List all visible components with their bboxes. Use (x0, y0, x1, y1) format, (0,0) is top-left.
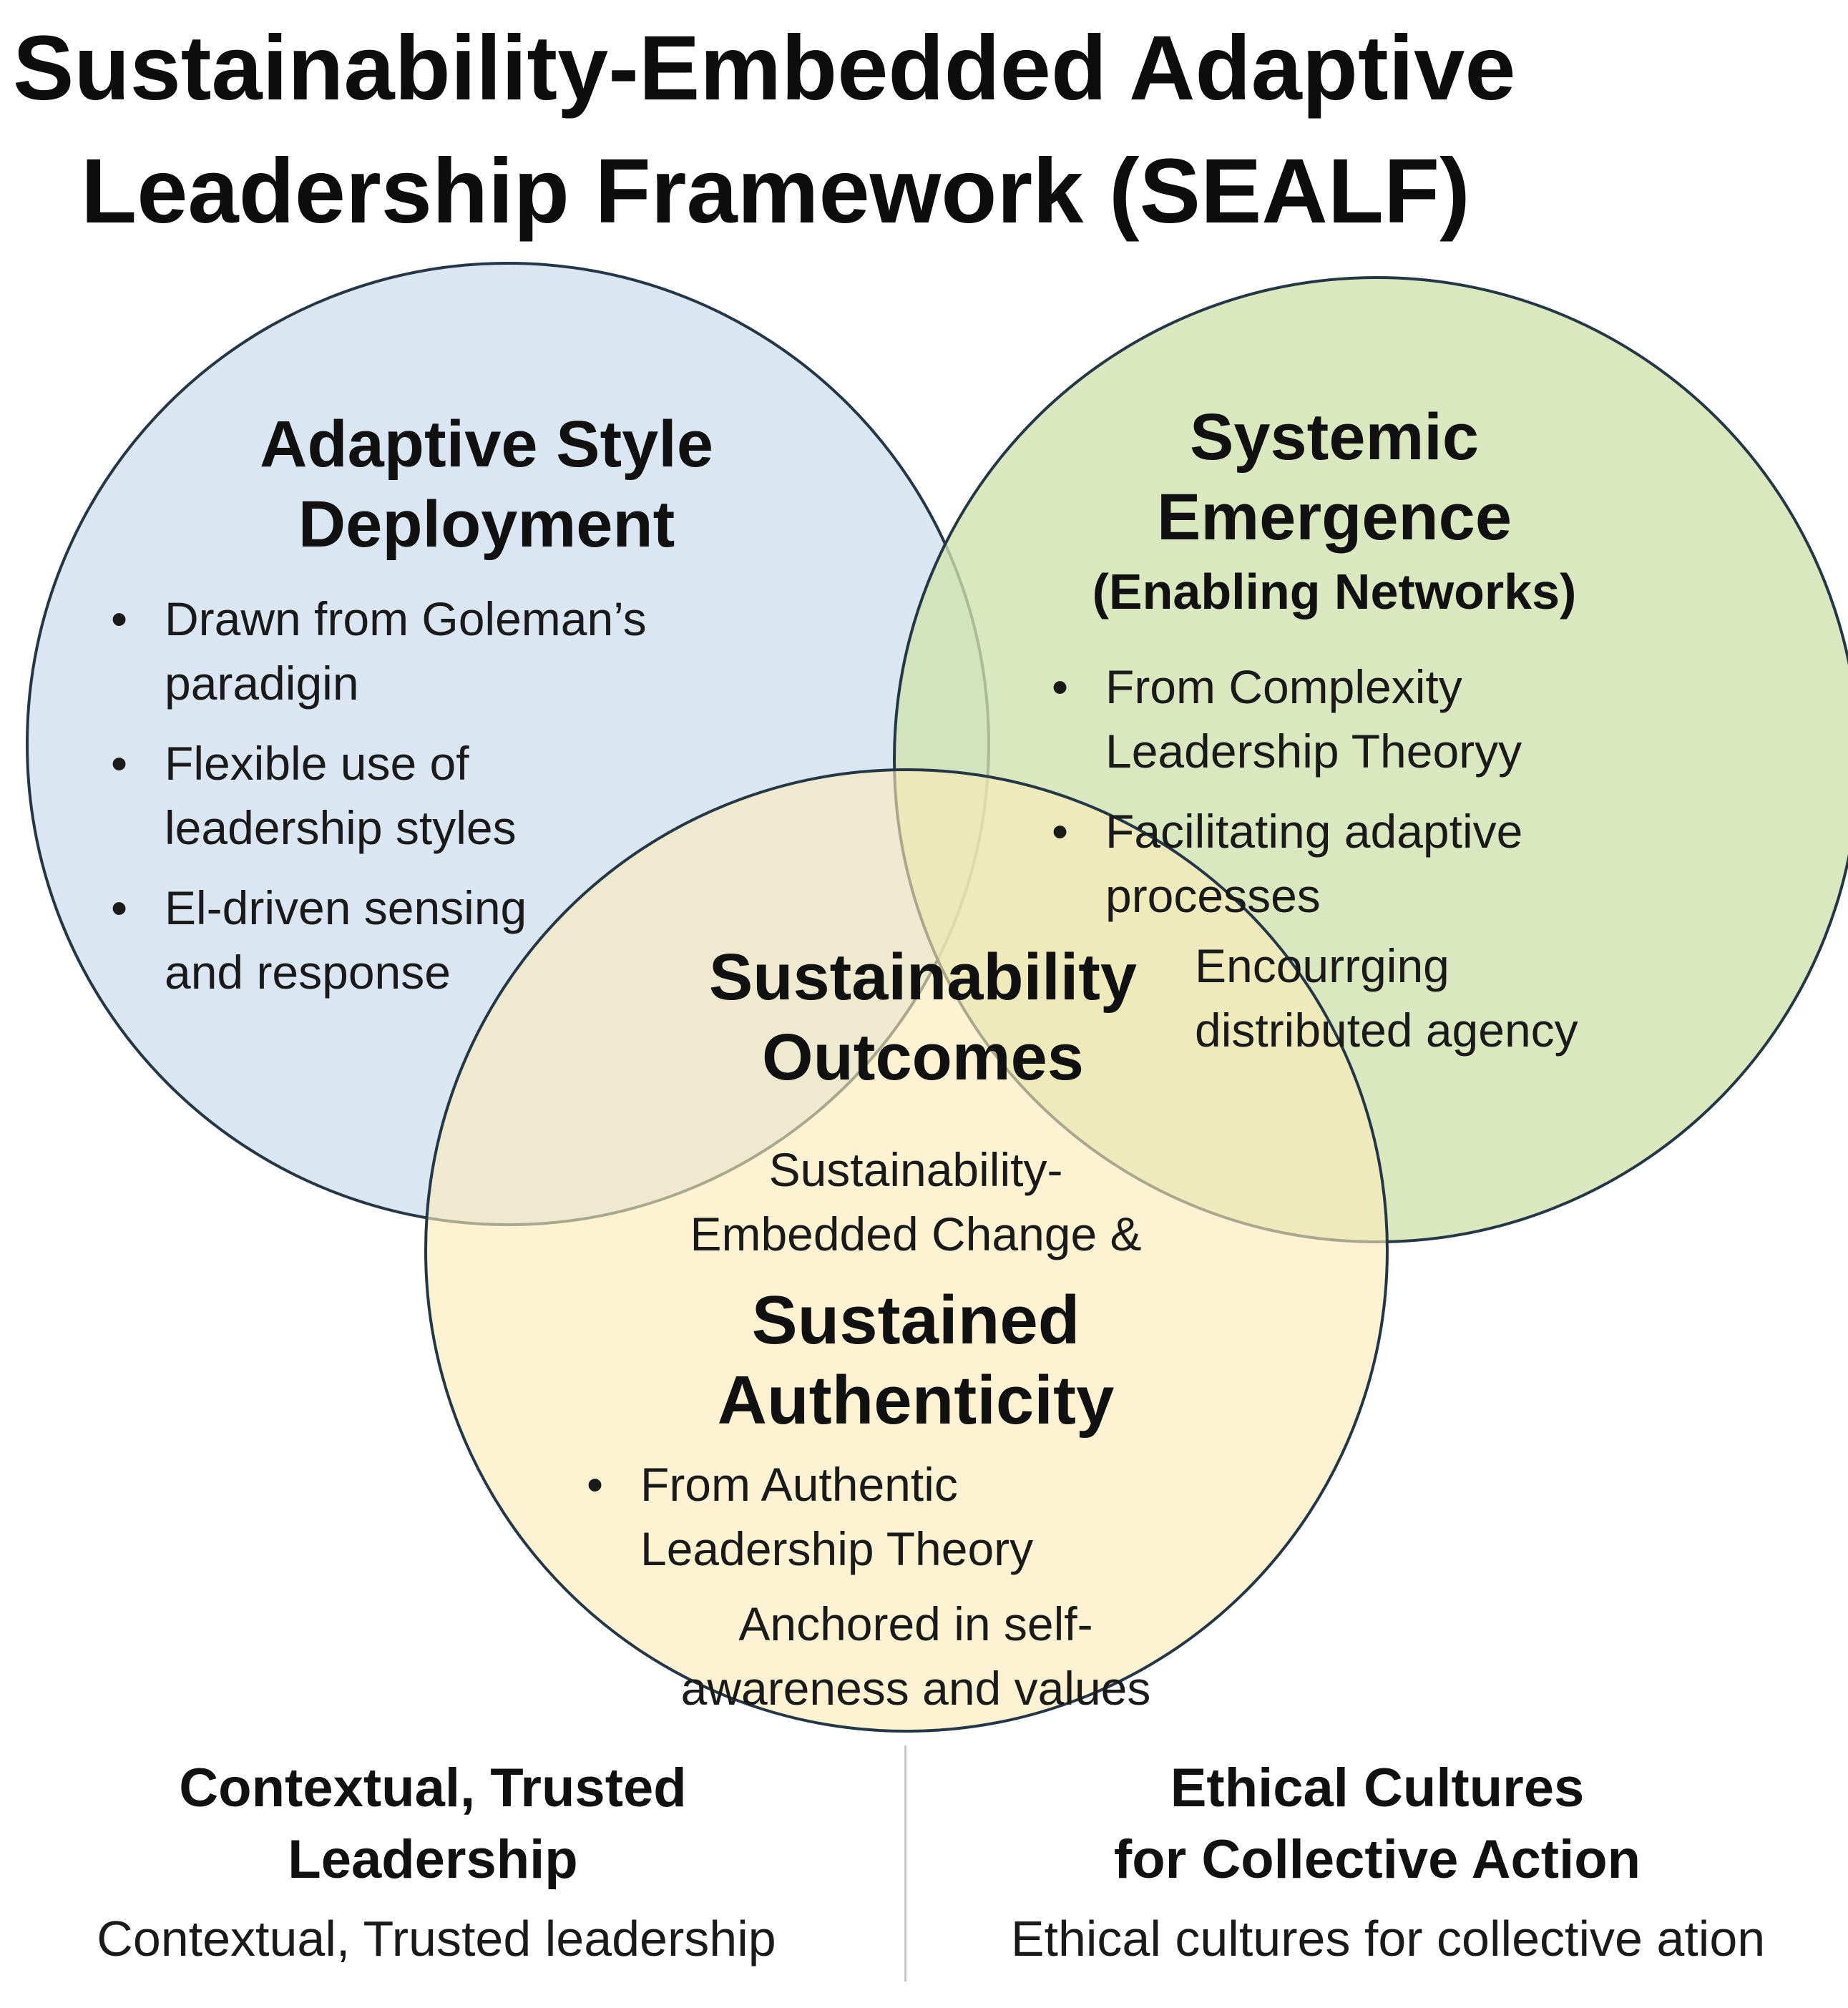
footer-right-heading: Ethical Cultures for Collective Action (1113, 1758, 1641, 1890)
systemic-extra-text: Encourrging distributed agency (1195, 939, 1578, 1057)
authenticity-heading: Sustained Authenticity (717, 1282, 1115, 1439)
adaptive-heading: Adaptive Style Deployment (260, 408, 713, 561)
page-title: Sustainability-Embedded Adaptive Leaders… (13, 7, 1516, 253)
outcomes-text: Sustainability- Embedded Change & (690, 1143, 1142, 1260)
outcomes-heading: Sustainability Outcomes (708, 941, 1138, 1094)
systemic-heading: Systemic Emergence (Enabling Networks) (1092, 401, 1577, 619)
authenticity-extra-text: Anchored in self- awareness and values (680, 1597, 1151, 1715)
title-line-1: Sustainability-Embedded Adaptive (13, 17, 1516, 119)
footer-divider (904, 1745, 906, 1982)
footer-right-text: Ethical cultures for collective ation (1010, 1911, 1766, 1967)
title-line-2: Leadership Framework (SEALF) (81, 140, 1470, 243)
footer-left-text: Contextual, Trusted leadership (97, 1911, 776, 1967)
footer-left-heading: Contextual, Trusted Leadership (179, 1758, 687, 1890)
